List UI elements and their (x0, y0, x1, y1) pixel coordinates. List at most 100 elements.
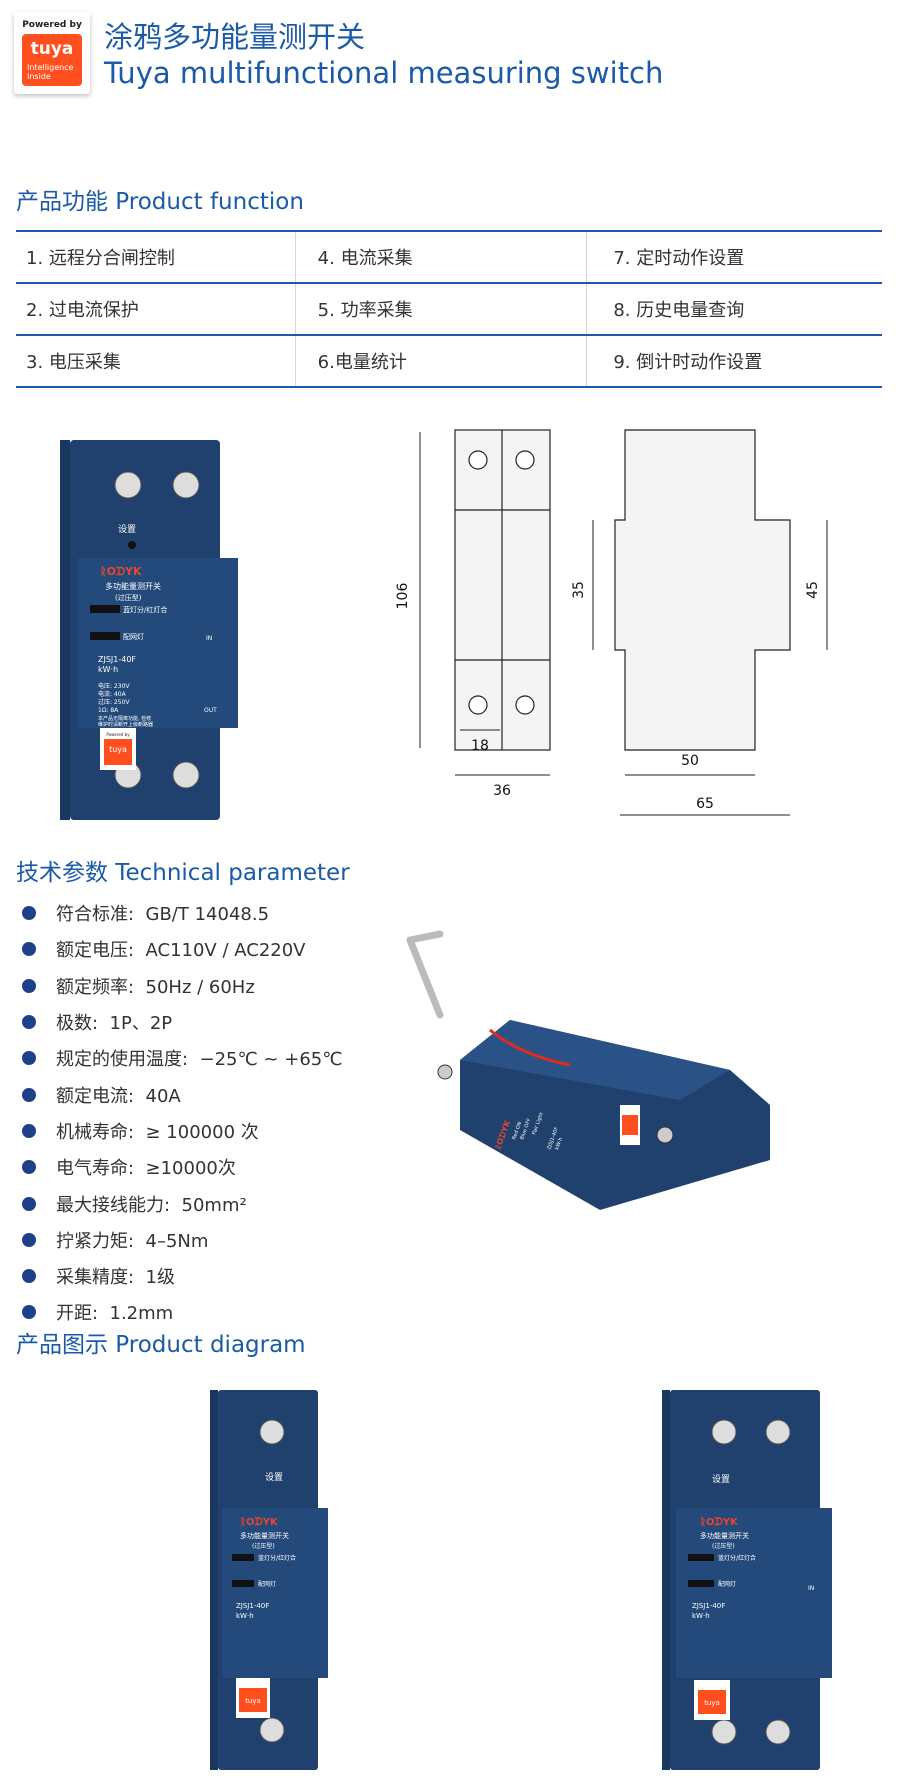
device-spec: 电压: 230V (98, 682, 130, 690)
screw-icon (515, 450, 535, 470)
dim-side-total: 65 (696, 796, 714, 812)
dim-side-right: 45 (805, 581, 821, 599)
table-row: 1. 远程分合闸控制 4. 电流采集 7. 定时动作设置 (16, 230, 882, 282)
list-item: 额定电流: 40A (22, 1076, 342, 1112)
pairing-light (232, 1580, 254, 1587)
list-item: 开距: 1.2mm (22, 1294, 342, 1330)
table-cell: 3. 电压采集 (16, 336, 296, 386)
tuya-badge-word: tuya (109, 745, 127, 754)
tuya-badge-mark (698, 1690, 726, 1714)
table-cell: 1. 远程分合闸控制 (16, 232, 296, 282)
pairing-label: 配网灯 (258, 1580, 276, 1588)
param-text: 开距: 1.2mm (56, 1303, 174, 1325)
pairing-light (90, 632, 120, 640)
param-text: 额定电压: AC110V / AC220V (56, 940, 306, 962)
screw-icon (515, 695, 535, 715)
device-brand: ᚱOᗪYK (700, 1516, 739, 1528)
bullet-icon (22, 906, 36, 921)
page-title-cn: 涂鸦多功能量测开关 (104, 20, 366, 54)
logo-inside: Intelligence Inside (22, 63, 82, 81)
bullet-icon (22, 978, 36, 993)
table-cell: 5. 功率采集 (296, 284, 588, 334)
device-model: ZJSJ1-40F (236, 1602, 269, 1610)
device-side (210, 1390, 218, 1770)
dimension-drawing: 106 18 36 35 45 50 65 (395, 429, 828, 816)
list-item: 极数: 1P、2P (22, 1004, 342, 1040)
setting-label: 设置 (712, 1474, 730, 1485)
param-text: 机械寿命: ≥ 100000 次 (56, 1121, 259, 1143)
device-model: ZJSJ1-40F (692, 1602, 725, 1610)
screw-icon (656, 1126, 674, 1144)
list-item: 机械寿命: ≥ 100000 次 (22, 1113, 342, 1149)
dim-height: 106 (395, 583, 411, 610)
list-item: 符合标准: GB/T 14048.5 (22, 895, 342, 931)
dim-side-depth: 50 (681, 753, 699, 769)
device-front-panel (222, 1508, 328, 1678)
param-text: 采集精度: 1级 (56, 1267, 175, 1289)
table-row: 2. 过电流保护 5. 功率采集 8. 历史电量查询 (16, 282, 882, 334)
tuya-badge-word: tuya (704, 1699, 720, 1707)
table-cell: 8. 历史电量查询 (613, 300, 745, 321)
dim-width-single: 18 (471, 738, 489, 754)
param-text: 最大接线能力: 50mm² (56, 1194, 247, 1216)
tuya-logo: Powered by tuya Intelligence Inside (14, 12, 90, 94)
setting-label: 设置 (118, 524, 136, 535)
param-text: 符合标准: GB/T 14048.5 (56, 904, 270, 926)
device-model: ZJSJ1-40F (98, 655, 136, 664)
table-cell: 4. 电流采集 (296, 232, 588, 282)
screw-icon (468, 695, 488, 715)
bullet-icon (22, 1232, 36, 1247)
device-2p-image: 设置 ᚱOᗪYK 多功能量测开关 (过压型) 蓝灯分/红灯合 配网灯 ZJSJ1… (662, 1390, 832, 1770)
screw-icon (259, 1717, 285, 1743)
indicator-label: 蓝灯分/红灯合 (258, 1554, 296, 1562)
indicator-light (688, 1554, 714, 1561)
device-front-panel (78, 558, 238, 728)
in-label: IN (206, 635, 212, 642)
technical-title: 技术参数 Technical parameter (16, 860, 350, 886)
table-cell: 6.电量统计 (296, 336, 588, 386)
table-row: 3. 电压采集 6.电量统计 9. 倒计时动作设置 (16, 334, 882, 388)
screw-icon (765, 1419, 791, 1445)
logo-brand: tuya (30, 39, 74, 59)
indicator-light (232, 1554, 254, 1561)
tuya-badge-mark (239, 1688, 267, 1712)
indicator-light (90, 605, 120, 613)
param-text: 规定的使用温度: −25℃ ~ +65℃ (56, 1049, 343, 1071)
device-spec: 过压: 250V (98, 698, 130, 706)
param-text: 额定电流: 40A (56, 1085, 181, 1107)
device-note: 本产品无隔离功能, 检修 (98, 715, 151, 722)
device-type: (过压型) (252, 1542, 275, 1550)
list-item: 额定电压: AC110V / AC220V (22, 931, 342, 967)
device-unit: kW·h (98, 665, 118, 674)
screw-icon (711, 1719, 737, 1745)
list-item: 电气寿命: ≥10000次 (22, 1149, 342, 1185)
tuya-badge-mark (622, 1115, 638, 1135)
device-top (460, 1020, 730, 1100)
bullet-icon (22, 1015, 36, 1030)
tuya-badge-word: tuya (245, 1697, 261, 1705)
device-name: 多功能量测开关 (700, 1531, 749, 1540)
device-angled-image: ᚱOᗪYK Red ON Blue OFF Pair Light ZJSJ1-4… (406, 930, 770, 1210)
device-type: (过压型) (115, 593, 142, 602)
param-list: 符合标准: GB/T 14048.5 额定电压: AC110V / AC220V… (22, 895, 342, 1331)
bullet-icon (22, 1051, 36, 1066)
function-table: 1. 远程分合闸控制 4. 电流采集 7. 定时动作设置 2. 过电流保护 5.… (16, 230, 882, 388)
device-name: 多功能量测开关 (105, 581, 161, 591)
device-spec: 电流: 40A (98, 690, 127, 698)
pairing-label: 配网灯 (718, 1580, 736, 1588)
device-side (60, 440, 70, 820)
device-1p-image: 设置 ᚱOᗪYK 多功能量测开关 (过压型) 蓝灯分/红灯合 配网灯 ZJSJ1… (210, 1390, 328, 1770)
param-text: 电气寿命: ≥10000次 (56, 1158, 236, 1180)
device-brand: ᚱOᗪYK (240, 1516, 279, 1528)
device-spec: 1Ω: 8A (98, 707, 119, 714)
dim-side-mid: 35 (571, 581, 587, 599)
setting-button (128, 541, 136, 549)
screw-icon (114, 471, 142, 499)
device-unit: kW·h (236, 1612, 254, 1620)
indicator-label: 蓝灯分/红灯合 (123, 605, 167, 614)
rotation-arrow-icon (489, 1028, 571, 1067)
out-label: OUT (204, 707, 217, 714)
screw-icon (172, 471, 200, 499)
table-cell: 9. 倒计时动作设置 (613, 352, 763, 373)
screw-icon (172, 761, 200, 789)
